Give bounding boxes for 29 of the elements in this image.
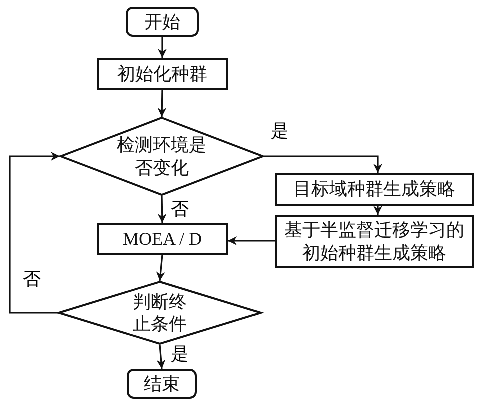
decision-diamond [58,281,262,345]
node-text: MOEA / D [122,228,202,250]
arrow [228,236,275,246]
node-text: 检测环境是否变化 [117,134,207,179]
arrow [158,37,167,58]
node-text: 目标域种群生成策略 [294,178,456,201]
node-text: 开始 [144,10,180,34]
arrow [156,254,166,282]
edge-label: 是 [170,345,190,365]
edge-label: 是 [270,122,290,142]
edge-label: 否 [170,200,190,220]
node-text: 基于半监督迁移学习的初始种群生成策略 [284,219,466,264]
node-text: 结束 [144,372,180,396]
decision-diamond [60,117,264,196]
edge-label: 否 [22,270,42,290]
arrow [374,206,382,215]
terminal-box [126,7,199,37]
process-box [275,173,474,206]
arrow [158,196,167,224]
arrow [264,156,382,173]
arrow [9,152,60,314]
arrow [156,344,166,370]
node-text: 初始化种群 [118,62,208,86]
node-text: 判断终止条件 [132,290,188,336]
process-box [97,58,228,90]
terminal-box [127,369,197,399]
process-box [97,223,228,255]
process-box [275,215,474,268]
arrow [158,90,167,118]
